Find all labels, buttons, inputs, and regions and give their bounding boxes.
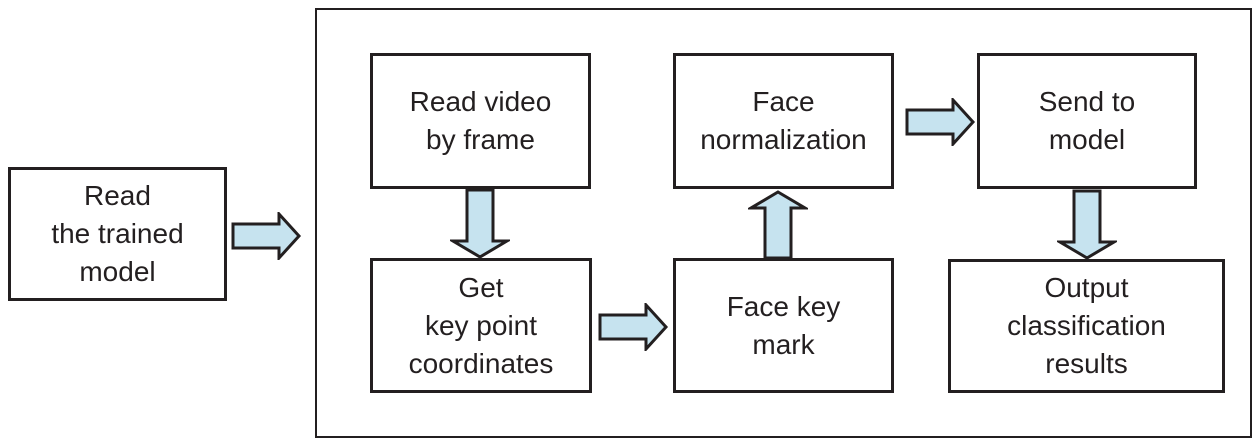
node-face-normalization: Face normalization — [673, 53, 894, 189]
node-read-trained-model: Read the trained model — [8, 167, 227, 301]
node-face-key-mark: Face key mark — [673, 258, 894, 393]
node-get-key-point-coordinates-label: Get key point coordinates — [408, 271, 554, 379]
node-read-video-by-frame-label: Read video by frame — [409, 86, 552, 155]
node-face-normalization-label: Face normalization — [700, 86, 867, 155]
arrow-read-video-to-keypoints-icon — [450, 188, 510, 259]
down-arrow-shape — [450, 188, 510, 259]
right-arrow-shape — [905, 98, 976, 146]
node-get-key-point-coordinates: Get key point coordinates — [370, 258, 592, 393]
node-output-classification-results-label: Output classification results — [1007, 272, 1166, 379]
node-output-classification-results: Output classification results — [948, 259, 1225, 393]
node-send-to-model-label: Send to model — [1038, 86, 1136, 155]
node-read-trained-model-label: Read the trained model — [51, 180, 184, 287]
arrow-normalization-to-sendmodel-icon — [905, 98, 976, 146]
node-read-video-by-frame: Read video by frame — [370, 53, 591, 189]
right-arrow-shape — [231, 212, 302, 260]
node-send-to-model: Send to model — [977, 53, 1197, 189]
arrow-sendmodel-to-output-icon — [1057, 189, 1117, 260]
down-arrow-shape — [1057, 189, 1117, 260]
arrow-keypoints-to-facekeymark-icon — [598, 303, 669, 351]
arrow-read-model-to-pipeline-icon — [231, 212, 302, 260]
node-face-key-mark-label: Face key mark — [726, 290, 841, 360]
arrow-facekeymark-to-normalization-icon — [748, 190, 808, 260]
pipeline-container — [315, 8, 1252, 438]
up-arrow-shape — [748, 190, 808, 260]
right-arrow-shape — [598, 303, 669, 351]
